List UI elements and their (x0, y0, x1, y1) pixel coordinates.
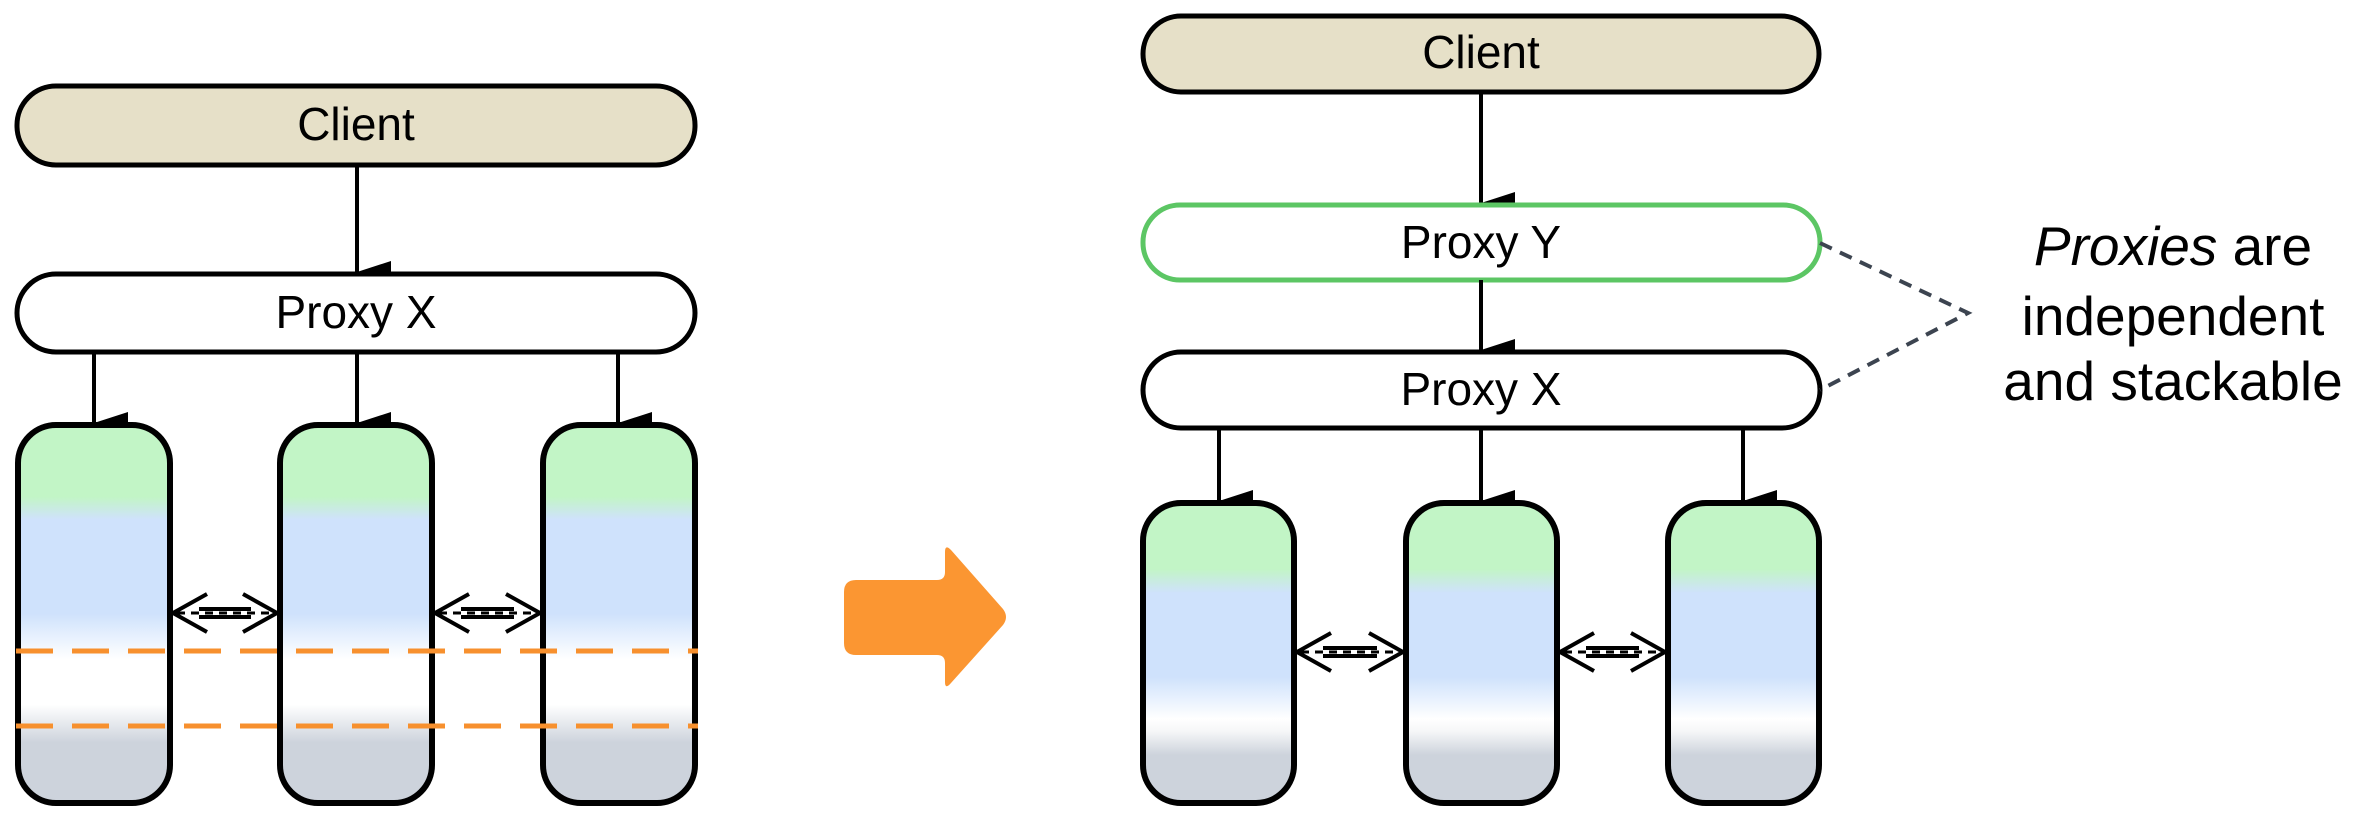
annotation-emphasis: Proxies (2034, 215, 2217, 277)
replica-node (1140, 500, 1297, 806)
replica-links-before (168, 592, 545, 634)
right-arrow-icon (844, 547, 1006, 687)
bidirectional-arrow-icon (1292, 631, 1408, 673)
proxy-y-label: Proxy Y (1401, 216, 1561, 268)
annotation-line-1: Proxies are (2034, 215, 2312, 277)
annotation-connector (1819, 241, 1973, 392)
orange-dashed-lines (16, 648, 698, 729)
before-diagram: Client Proxy X (14, 83, 698, 806)
after-diagram: Client Proxy Y Proxy X (1140, 13, 1973, 806)
replica-node (1665, 500, 1822, 806)
annotation-text: Proxies are independent and stackable (2003, 215, 2342, 412)
bidirectional-arrow-icon (1555, 631, 1670, 673)
annotation-line-2: independent (2022, 285, 2325, 347)
annotation-line-1-rest: are (2217, 215, 2312, 277)
client-label-before: Client (297, 98, 415, 150)
replica-node (15, 422, 173, 806)
proxy-x-label-before: Proxy X (275, 286, 436, 338)
replica-links-after (1292, 631, 1670, 673)
replica-node (277, 422, 435, 806)
replica-node (540, 422, 698, 806)
replica-group-before (15, 352, 698, 806)
proxy-x-label-after: Proxy X (1400, 363, 1561, 415)
annotation-line-3: and stackable (2003, 350, 2342, 412)
bidirectional-arrow-icon (168, 592, 282, 634)
bidirectional-arrow-icon (430, 592, 545, 634)
client-label-after: Client (1422, 26, 1540, 78)
replica-group-after (1140, 428, 1822, 806)
replica-node (1403, 500, 1560, 806)
